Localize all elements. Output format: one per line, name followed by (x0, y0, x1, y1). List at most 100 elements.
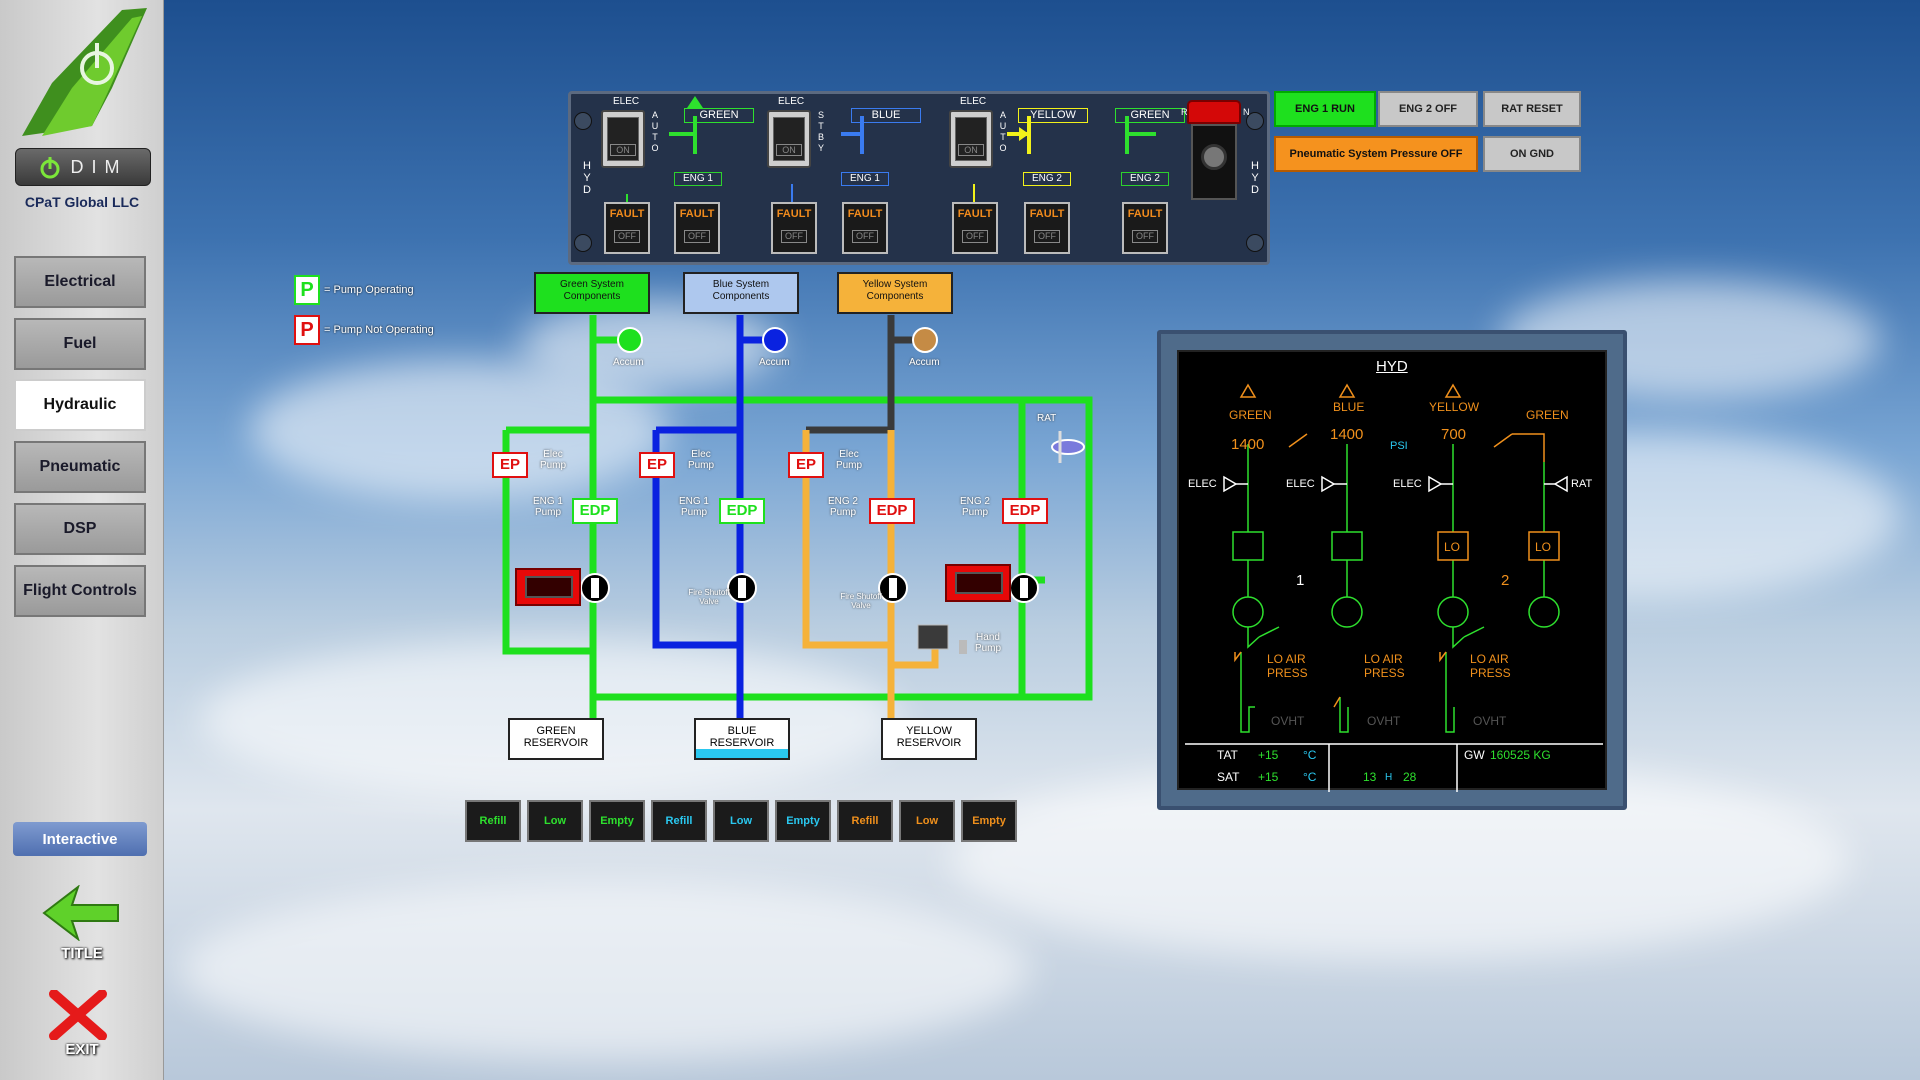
green-reservoir-label: RESERVOIR (523, 737, 589, 749)
blue-reservoir-level (696, 749, 788, 758)
panel-bolt (1246, 112, 1264, 130)
ecam-eng2-number: 2 (1501, 572, 1510, 589)
ecam-green-pressure: 1400 (1231, 436, 1265, 453)
green-elec-pump-ep: EP (492, 452, 528, 478)
green-eng2-fire-shutoff-valve[interactable] (1009, 573, 1039, 603)
green-eng2-pump-label: ENG 2 Pump (959, 496, 990, 518)
nav-dsp[interactable]: DSP (14, 503, 146, 555)
blue-refill-button[interactable]: Refill (651, 800, 707, 842)
overhead-tag-green-2: GREEN (1115, 108, 1185, 123)
exit-x-icon[interactable] (48, 990, 108, 1040)
ecam-press-1: PRESS (1267, 666, 1308, 680)
blue-elec-pump-label: Elec Pump (687, 449, 715, 471)
sidebar: DIM CPaT Global LLC Electrical Fuel Hydr… (0, 0, 164, 1080)
nav-flight-controls[interactable]: Flight Controls (14, 565, 146, 617)
yellow-elec-pump-label: Elec Pump (835, 449, 863, 471)
legend-pump-not-operating-icon: P (294, 315, 320, 345)
ecam-green-2-label: GREEN (1526, 408, 1569, 422)
green-low-button[interactable]: Low (527, 800, 583, 842)
overhead-eng2-tag-yellow: ENG 2 (1023, 172, 1071, 186)
yellow-fire-shutoff-valve[interactable] (878, 573, 908, 603)
nav-hydraulic[interactable]: Hydraulic (14, 379, 146, 431)
ecam-sat-value: +15 (1258, 770, 1279, 784)
legend-pump-operating-icon: P (294, 275, 320, 305)
yellow-reservoir: YELLOW RESERVOIR (881, 718, 977, 760)
title-label[interactable]: TITLE (61, 945, 103, 962)
rat-guard-cover[interactable] (1187, 100, 1241, 124)
ecam-lines (1185, 383, 1603, 792)
blue-edp: EDP (719, 498, 765, 524)
ecam-psi-label: PSI (1390, 440, 1408, 452)
ecam-tat-unit: °C (1303, 748, 1317, 762)
blue-empty-button[interactable]: Empty (775, 800, 831, 842)
blue-accum-label: Accum (759, 357, 790, 368)
rat-reset-button[interactable]: RAT RESET (1483, 91, 1581, 127)
nav-pneumatic[interactable]: Pneumatic (14, 441, 146, 493)
green-empty-button[interactable]: Empty (589, 800, 645, 842)
ecam-tat-value: +15 (1258, 748, 1279, 762)
green-edp: EDP (572, 498, 618, 524)
yellow-elec-pump-switch[interactable]: ON (949, 110, 993, 168)
yellow-low-button[interactable]: Low (899, 800, 955, 842)
blue-low-button[interactable]: Low (713, 800, 769, 842)
yellow-reservoir-name: YELLOW (906, 725, 952, 737)
ecam-yellow-pressure: 700 (1441, 426, 1467, 443)
rat-label-r: R (1181, 107, 1188, 117)
ecam-time-h: H (1385, 772, 1393, 783)
overhead-tag-blue: BLUE (851, 108, 921, 123)
green-elec-pump-switch[interactable]: ON (601, 110, 645, 168)
overhead-eng1-tag-green: ENG 1 (674, 172, 722, 186)
green-fire-shutoff-valve[interactable] (580, 573, 610, 603)
ecam-tat-label: TAT (1217, 748, 1238, 762)
ecam-eng1-number: 1 (1296, 572, 1305, 589)
yellow-refill-button[interactable]: Refill (837, 800, 893, 842)
eng1-run-button[interactable]: ENG 1 RUN (1274, 91, 1376, 127)
ecam-elec-1: ELEC (1188, 478, 1217, 490)
interactive-mode-button[interactable]: Interactive (13, 822, 147, 856)
pneumatic-pressure-button[interactable]: Pneumatic System Pressure OFF (1274, 136, 1478, 172)
overhead-tag-green-1: GREEN (684, 108, 754, 123)
blue-elec-pump-switch[interactable]: ON (767, 110, 811, 168)
green-eng2-fire-switch[interactable] (945, 564, 1011, 602)
ecam-sat-label: SAT (1217, 770, 1240, 784)
green-fire-switch[interactable] (515, 568, 581, 606)
nav-fuel[interactable]: Fuel (14, 318, 146, 370)
legend-pump-operating-text: = Pump Operating (324, 284, 414, 296)
ecam-yellow-label: YELLOW (1429, 400, 1480, 414)
blue-fire-shutoff-valve[interactable] (727, 573, 757, 603)
rat-manual-switch[interactable] (1191, 124, 1237, 200)
green-refill-button[interactable]: Refill (465, 800, 521, 842)
title-arrow-icon[interactable] (42, 885, 120, 941)
yellow-empty-button[interactable]: Empty (961, 800, 1017, 842)
ecam-title: HYD (1376, 358, 1408, 375)
ecam-hyd-page: HYD GREEN BLUE YELLOW GREEN 1400 1400 70… (1177, 350, 1607, 792)
blue-reservoir-label: RESERVOIR (709, 737, 775, 749)
panel-bolt (1246, 234, 1264, 252)
dim-badge: DIM (15, 148, 151, 186)
rat-pushbutton-icon (1201, 144, 1227, 170)
nav-electrical[interactable]: Electrical (14, 256, 146, 308)
blue-elec-pump-ep: EP (639, 452, 675, 478)
ecam-ovht-2: OVHT (1367, 714, 1401, 728)
green-eng2-edp: EDP (1002, 498, 1048, 524)
eng2-off-button[interactable]: ENG 2 OFF (1378, 91, 1478, 127)
blue-system-components: Blue System Components (683, 272, 799, 314)
ecam-elec-2: ELEC (1286, 478, 1315, 490)
ecam-lo-air-3: LO AIR (1470, 652, 1509, 666)
exit-label[interactable]: EXIT (65, 1041, 99, 1058)
on-gnd-button[interactable]: ON GND (1483, 136, 1581, 172)
ecam-rat-label: RAT (1571, 478, 1593, 490)
brand-text: DIM (70, 156, 128, 177)
blue-eng1-pump-label: ENG 1 Pump (678, 496, 709, 518)
yellow-accum-label: Accum (909, 357, 940, 368)
